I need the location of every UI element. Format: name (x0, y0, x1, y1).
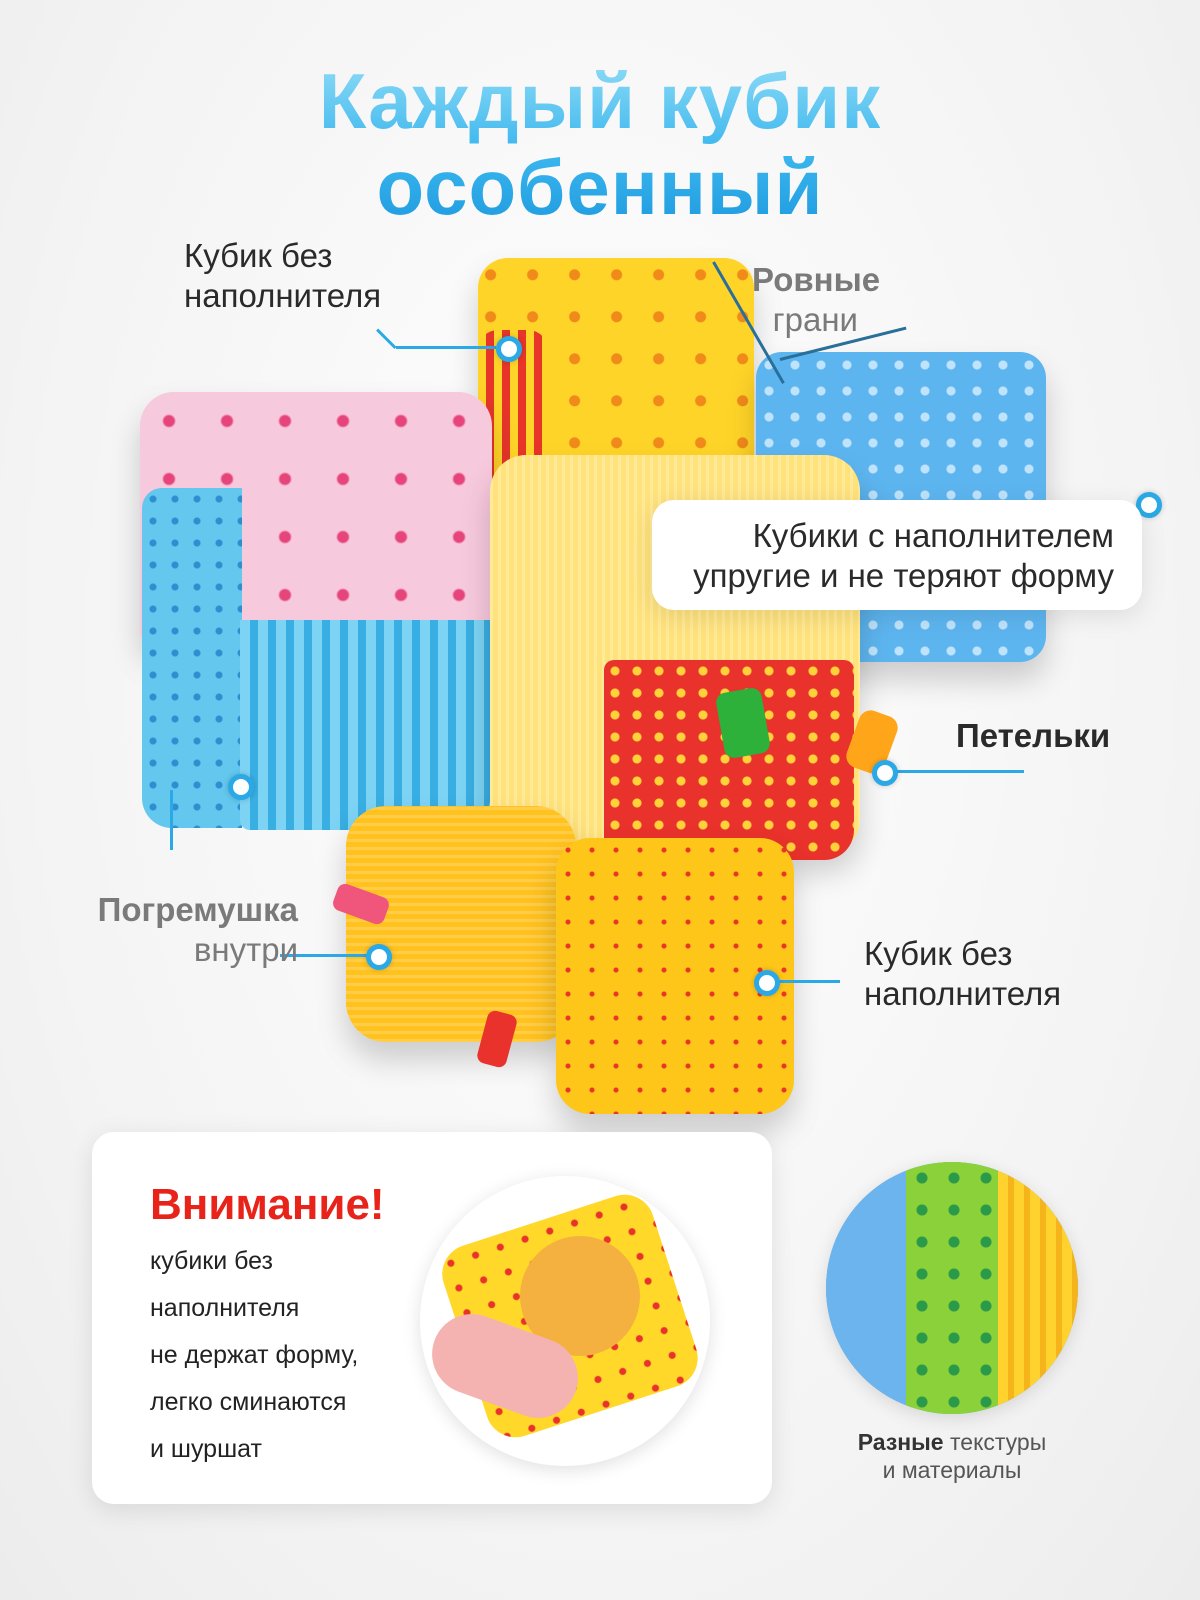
label-bold: Погремушка (97, 891, 298, 928)
marker-dot (496, 336, 522, 362)
connector-line (884, 770, 1024, 773)
connector-line (170, 790, 173, 850)
callout-line: упругие и не теряют форму (693, 557, 1114, 594)
texture-yellow (998, 1162, 1078, 1414)
label-no-filling-bottom: Кубик без наполнителя (864, 934, 1061, 1014)
label-line: Кубик без (184, 237, 333, 274)
marker-dot (872, 760, 898, 786)
connector-line (770, 980, 840, 983)
crumpled-cube-photo (420, 1176, 710, 1466)
label-bold: Ровные (752, 261, 881, 298)
caption-normal: текстуры (950, 1429, 1047, 1455)
marker-dot (1136, 492, 1162, 518)
texture-blue (826, 1162, 906, 1414)
warning-line: и шуршат (150, 1435, 262, 1463)
label-no-filling-top: Кубик без наполнителя (184, 236, 381, 316)
warning-heading: Внимание! (150, 1180, 385, 1229)
callout-filled-cubes: Кубики с наполнителем упругие и не теряю… (652, 500, 1142, 610)
textures-photo (826, 1162, 1078, 1414)
textures-caption: Разные текстуры и материалы (820, 1428, 1084, 1484)
blue-striped-side (240, 620, 490, 830)
plush-yellow-cube (556, 838, 794, 1114)
connector-line (280, 954, 370, 957)
label-line: грани (772, 301, 858, 338)
label-rattle: Погремушка внутри (74, 890, 298, 970)
blue-dotted-side (142, 488, 242, 828)
caption-line: и материалы (882, 1457, 1022, 1483)
marker-dot (366, 944, 392, 970)
texture-green (906, 1162, 998, 1414)
marker-dot (228, 774, 254, 800)
label-loops: Петельки (956, 717, 1111, 754)
small-yellow-cube (346, 806, 576, 1042)
label-line: наполнителя (864, 975, 1062, 1012)
caption-bold: Разные (857, 1429, 944, 1455)
warning-line: кубики без (150, 1247, 273, 1275)
label-line: наполнителя (184, 277, 382, 314)
label-line: Кубик без (864, 935, 1013, 972)
marker-dot (754, 970, 780, 996)
caption-line: Разные текстуры (820, 1428, 1084, 1456)
callout-line: Кубики с наполнителем (752, 517, 1114, 554)
warning-line: наполнителя (150, 1294, 300, 1322)
connector-line (396, 346, 496, 349)
warning-line: не держат форму, (150, 1341, 359, 1369)
label-line: внутри (193, 931, 298, 968)
warning-line: легко сминаются (150, 1388, 347, 1416)
red-dotted-side (604, 660, 854, 860)
label-even-edges: Ровные грани (752, 260, 881, 340)
warning-text: кубики без наполнителя не держат форму, … (150, 1238, 358, 1473)
